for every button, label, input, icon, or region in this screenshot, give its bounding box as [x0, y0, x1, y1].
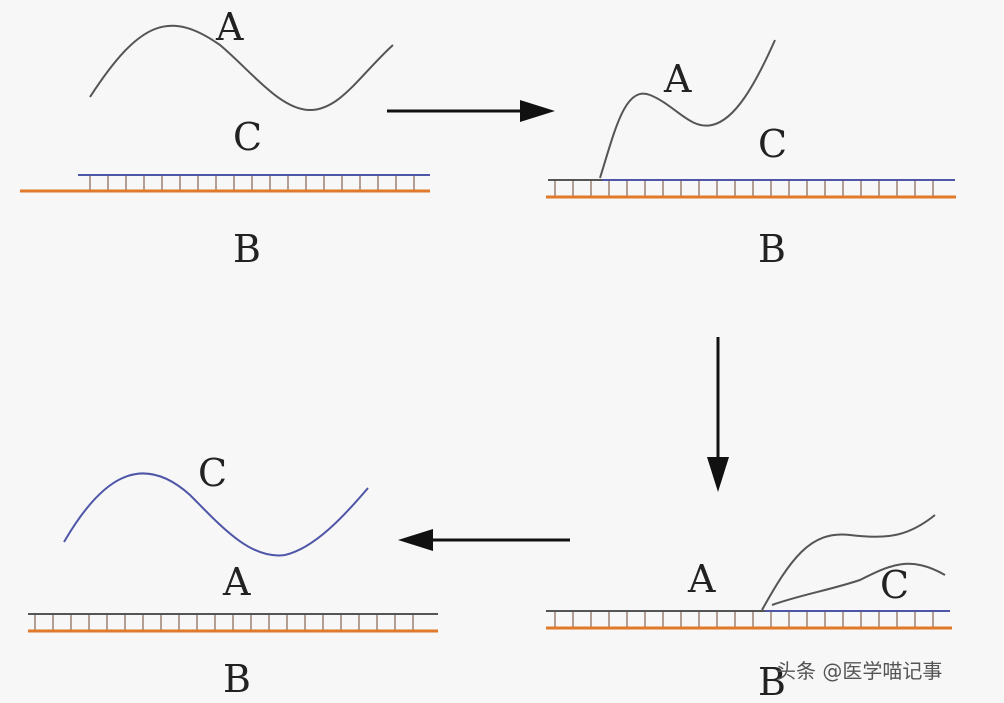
label-b: B	[223, 657, 251, 701]
watermark: 头条 @医学喵记事	[776, 659, 942, 683]
strand-c-released	[63, 472, 369, 557]
label-a: A	[215, 5, 244, 49]
label-c: C	[880, 563, 909, 607]
duplex-rungs	[34, 615, 414, 630]
label-c: C	[198, 451, 227, 495]
watermark-text: 头条 @医学喵记事	[776, 659, 942, 683]
label-b: B	[758, 660, 786, 703]
label-b: B	[233, 227, 261, 271]
strand-a-free	[89, 24, 394, 112]
duplex-rungs	[89, 176, 415, 190]
strand-a-binding	[599, 39, 776, 179]
panel-bottom-right: A C B	[546, 514, 952, 703]
strand-a-displacing	[761, 514, 936, 611]
arrow-right	[387, 100, 555, 122]
label-a: A	[663, 57, 692, 101]
label-b: B	[758, 227, 786, 271]
label-a: A	[687, 557, 716, 601]
arrow-left	[398, 529, 570, 551]
duplex-rungs	[554, 612, 934, 627]
panel-top-left: A C B	[20, 5, 430, 271]
label-c: C	[758, 122, 787, 166]
panel-top-right: A C B	[546, 39, 956, 271]
duplex-rungs	[554, 181, 934, 196]
label-a: A	[222, 560, 251, 604]
panel-bottom-left: C A B	[28, 451, 438, 701]
label-c: C	[233, 115, 262, 159]
arrow-down	[707, 337, 729, 492]
strand-c-peeling	[771, 562, 946, 606]
